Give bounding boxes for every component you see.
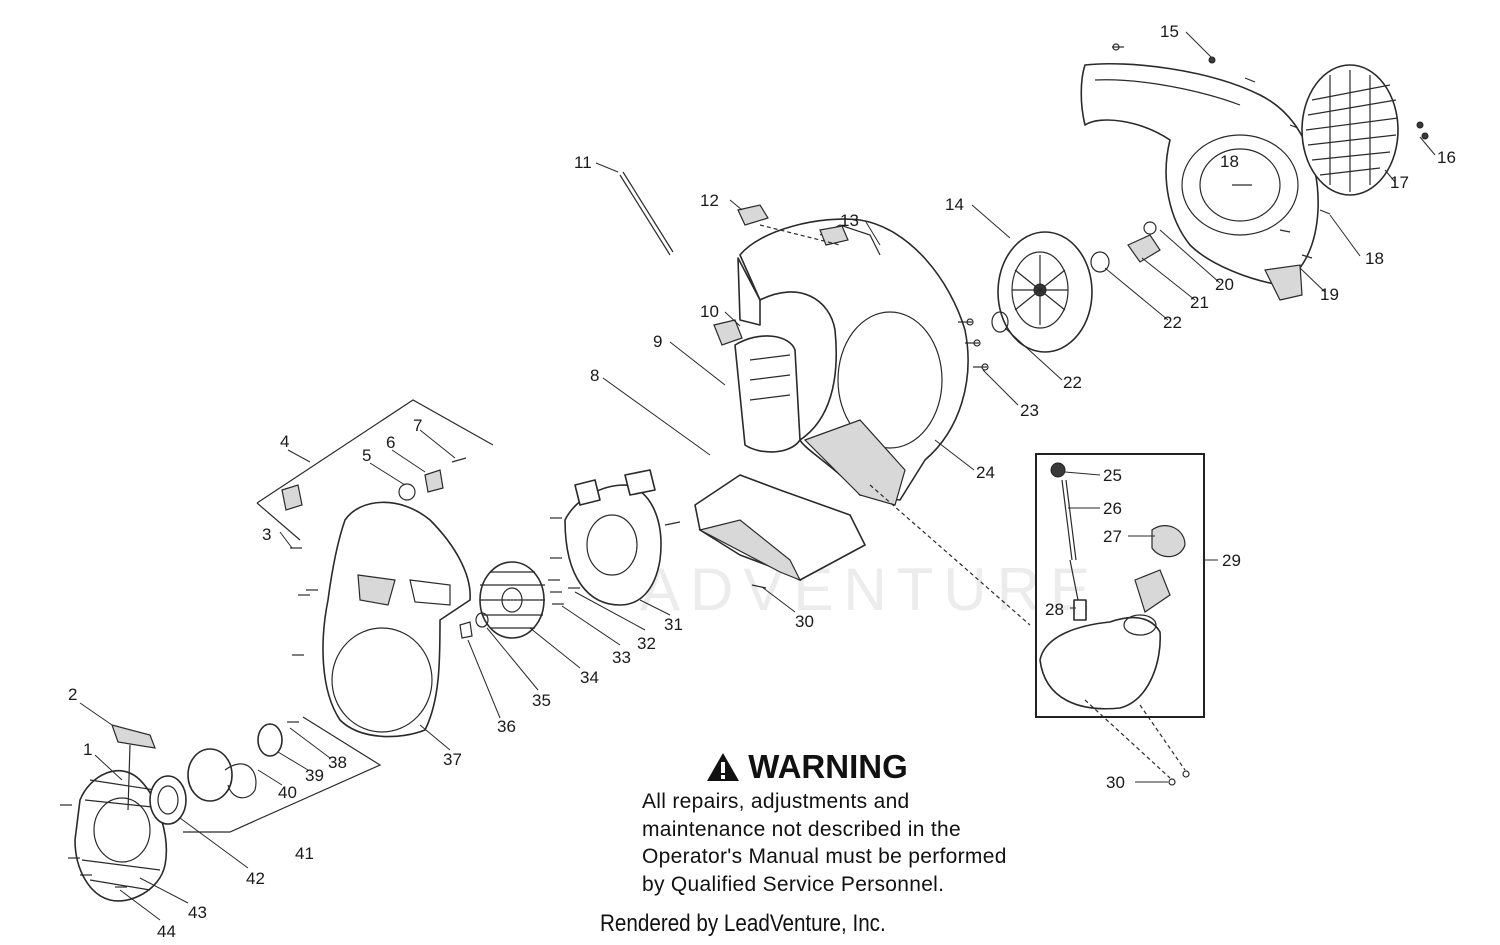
callout-13: 13 xyxy=(840,211,859,230)
screws-44 xyxy=(60,804,127,888)
callout-18-inner: 18 xyxy=(1220,152,1239,171)
callout-43: 43 xyxy=(188,903,207,922)
callout-16: 16 xyxy=(1437,148,1456,167)
callout-22-upper: 22 xyxy=(1163,313,1182,332)
callout-3: 3 xyxy=(262,525,271,544)
callout-21: 21 xyxy=(1190,293,1209,312)
callout-23: 23 xyxy=(1020,401,1039,420)
callout-numbers: 1 2 3 4 5 6 7 8 9 10 11 12 13 14 15 16 1… xyxy=(68,22,1456,941)
nozzle-8 xyxy=(664,474,866,589)
callout-1: 1 xyxy=(83,740,92,759)
callout-26: 26 xyxy=(1103,499,1122,518)
callout-12: 12 xyxy=(700,191,719,210)
blower-housing xyxy=(713,204,969,506)
footer-credit: Rendered by LeadVenture, Inc. xyxy=(600,910,886,937)
intake-grille xyxy=(1301,64,1399,196)
leader-lines xyxy=(79,31,1436,921)
starter-housing-1 xyxy=(74,769,168,902)
blower-housing-cover xyxy=(1080,62,1319,301)
callout-7: 7 xyxy=(413,416,422,435)
washers-20-22 xyxy=(991,221,1161,333)
callout-10: 10 xyxy=(700,302,719,321)
callout-18-outer: 18 xyxy=(1365,249,1384,268)
callout-19: 19 xyxy=(1320,285,1339,304)
callout-22-lower: 22 xyxy=(1063,373,1082,392)
callout-33: 33 xyxy=(612,648,631,667)
screws-30b xyxy=(1084,699,1190,786)
callout-38: 38 xyxy=(328,753,347,772)
screws-3 xyxy=(290,547,318,656)
backplate-31 xyxy=(564,469,662,606)
callout-4: 4 xyxy=(280,432,289,451)
callout-20: 20 xyxy=(1215,275,1234,294)
watermark: ADVENTURE xyxy=(640,556,1100,623)
callout-5: 5 xyxy=(362,446,371,465)
screws-32-33 xyxy=(548,517,580,605)
fan-impeller xyxy=(997,231,1093,353)
warning-notice: WARNING All repairs, adjustments and mai… xyxy=(642,748,1012,898)
warning-heading: WARNING xyxy=(602,748,1012,786)
callout-41: 41 xyxy=(295,844,314,863)
callout-24: 24 xyxy=(976,463,995,482)
callout-9: 9 xyxy=(653,332,662,351)
callout-36: 36 xyxy=(497,717,516,736)
callout-15: 15 xyxy=(1160,22,1179,41)
starter-pulley-group-41 xyxy=(183,716,382,833)
callout-27: 27 xyxy=(1103,527,1122,546)
callout-6: 6 xyxy=(386,433,395,452)
rod-11 xyxy=(619,171,674,256)
callout-44: 44 xyxy=(157,922,176,941)
nut-washer-35-36 xyxy=(459,612,489,639)
callout-25: 25 xyxy=(1103,466,1122,485)
callout-35: 35 xyxy=(532,691,551,710)
callout-17: 17 xyxy=(1390,173,1409,192)
callout-40: 40 xyxy=(278,783,297,802)
flywheel-34 xyxy=(479,561,545,639)
pulley-42 xyxy=(149,775,187,825)
warning-title-text: WARNING xyxy=(748,748,908,785)
callout-39: 39 xyxy=(305,766,324,785)
callout-28: 28 xyxy=(1045,600,1064,619)
callout-42: 42 xyxy=(246,869,265,888)
starter-handle-2 xyxy=(111,724,156,811)
screws-15-18 xyxy=(1112,43,1429,259)
screws-23 xyxy=(958,318,989,371)
callout-32: 32 xyxy=(637,634,656,653)
intake-housing-9 xyxy=(734,335,801,453)
callout-30-nozzle: 30 xyxy=(795,612,814,631)
fan-cover-37 xyxy=(322,501,471,738)
fuel-tank-box xyxy=(1035,453,1205,718)
callout-37: 37 xyxy=(443,750,462,769)
callout-29: 29 xyxy=(1222,551,1241,570)
callout-11: 11 xyxy=(574,153,592,172)
callout-8: 8 xyxy=(590,366,599,385)
callout-31: 31 xyxy=(664,615,683,634)
callout-14: 14 xyxy=(945,195,964,214)
grip-4 xyxy=(256,399,494,541)
callout-2: 2 xyxy=(68,685,77,704)
callout-30-tank: 30 xyxy=(1106,773,1125,792)
dash-24 xyxy=(869,484,1031,626)
callout-34: 34 xyxy=(580,668,599,687)
warning-triangle-icon xyxy=(707,753,740,781)
warning-body-text: All repairs, adjustments and maintenance… xyxy=(642,790,1007,896)
